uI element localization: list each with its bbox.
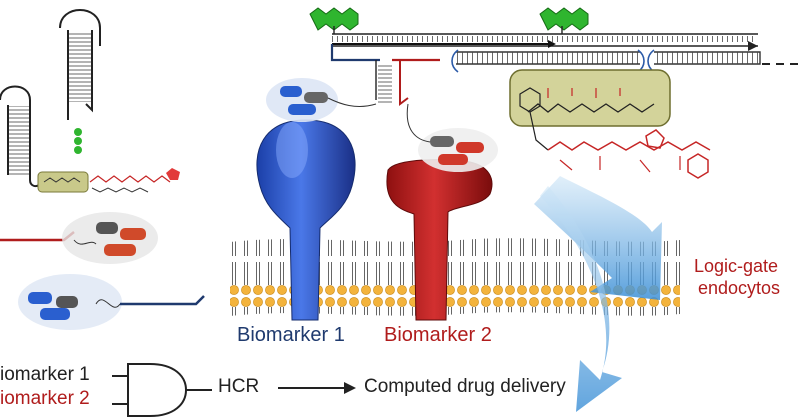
affibody-icon: [406, 103, 498, 172]
and-gate-icon: [112, 363, 212, 417]
red-strand: [399, 60, 409, 106]
fluorophore-icon: [74, 128, 82, 154]
affibody-icon: [266, 78, 377, 122]
drug-linker-icon: [37, 168, 180, 193]
biomarker-2-label: Biomarker 2: [384, 324, 492, 346]
fluorophore-icon: [539, 7, 589, 34]
legend-input-2: iomarker 2: [0, 388, 90, 409]
dna-hairpin-icon: [0, 85, 41, 188]
endocytosis-arrow-icon: [534, 176, 662, 300]
biomarker-1-label: Biomarker 1: [237, 324, 345, 346]
hcr-label: HCR: [218, 376, 260, 397]
logic-gate-label-line1: Logic-gate: [694, 256, 779, 276]
cell-membrane: [230, 238, 680, 316]
biomarker-1-receptor: [256, 119, 356, 321]
fluorophore-icon: [309, 7, 359, 34]
logic-gate-label-line2: endocytos: [698, 278, 781, 298]
endocytosis-arrow-icon: [540, 186, 622, 412]
computed-delivery-label: Computed drug delivery: [364, 376, 566, 397]
dna-hairpin-icon: [59, 9, 101, 120]
arrow-right-icon: [278, 382, 356, 394]
affibody-icon: [18, 274, 205, 330]
drug-linker-icon: [509, 69, 711, 179]
hcr-duplex: [332, 33, 800, 73]
affibody-icon: [0, 212, 158, 264]
legend-input-1: iomarker 1: [0, 364, 90, 385]
blue-strand: [330, 44, 380, 62]
